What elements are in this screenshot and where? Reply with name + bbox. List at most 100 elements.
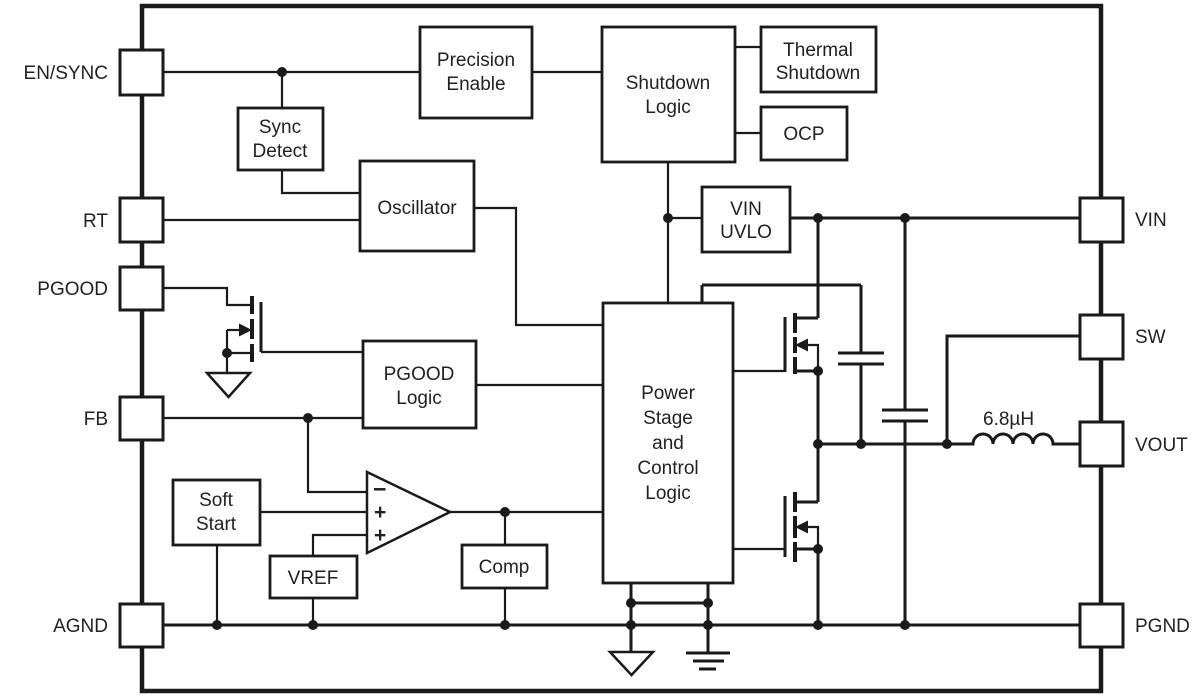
pin-label-rt: RT [83,211,108,232]
block-label: Thermal [783,40,853,61]
block-ocp: OCP [759,105,849,162]
block-vin-uvlo: VIN UVLO [700,185,792,254]
block-label: VREF [288,568,339,589]
junction-dot [308,620,318,630]
block-sync-detect: Sync Detect [236,106,325,172]
junction-dot [500,620,510,630]
pin-label-agnd: AGND [53,616,108,637]
ls-body-arrow [795,520,808,534]
block-label: and [652,433,684,454]
junction-dot [813,544,823,554]
pin-label-vout: VOUT [1135,435,1188,456]
mosfet-body-arrow [239,323,252,337]
wire-sw-to-pin [945,334,1080,444]
block-shutdown-logic: Shutdown Logic [600,25,737,164]
junction-dots [212,67,952,630]
junction-dot [500,507,510,517]
wire-oscillator-to-power-stage [474,206,603,327]
junction-dot [813,439,823,449]
ground-triangle-icon [204,371,253,399]
wire-sync-detect-to-oscillator [280,170,360,195]
opamp-triangle [365,470,453,556]
block-label: Comp [479,557,530,578]
block-thermal-shutdown: Thermal Shutdown [759,25,878,94]
block-label: Soft [199,490,234,511]
pin-en-sync [118,48,165,97]
junction-dot [303,413,313,423]
pin-label-pgnd: PGND [1135,616,1190,637]
junction-dot [663,213,673,223]
pin-label-en-sync: EN/SYNC [24,63,108,84]
junction-dot [626,598,636,608]
block-label: OCP [783,124,824,145]
block-comp: Comp [460,543,549,590]
high-side-mosfet [733,313,820,444]
block-soft-start: Soft Start [171,478,262,547]
block-label: Detect [253,141,309,162]
block-precision-enable: Precision Enable [418,25,534,120]
junction-dot [703,620,713,630]
signal-wires [163,45,761,625]
pin-vin [1078,196,1125,244]
wire-pgood-pin-to-fet-drain [163,286,252,307]
junction-dot [813,620,823,630]
hs-body-wire [807,343,820,371]
opamp-plus-sign: + [374,524,386,547]
block-label: VIN [730,199,762,220]
block-label: PGOOD [384,364,455,385]
block-label: Logic [396,388,441,409]
block-power-stage: Power Stage and Control Logic [601,301,735,585]
block-oscillator: Oscillator [358,159,476,253]
error-amplifier: − + + [365,470,453,556]
pin-label-fb: FB [84,409,108,430]
block-label: Start [196,514,237,535]
block-label: Logic [645,483,690,504]
pin-label-sw: SW [1135,327,1166,348]
block-label: Oscillator [377,198,457,219]
junction-dot [813,213,823,223]
pin-sw [1078,313,1125,361]
agnd-triangle-icon [607,650,656,677]
opamp-plus-sign: + [374,501,386,524]
block-vref: VREF [268,554,359,600]
pin-pgnd [1078,602,1125,649]
block-label: Enable [446,74,505,95]
hs-body-arrow [795,338,808,352]
pins-right: VIN SW VOUT PGND [1078,196,1190,649]
junction-dot [813,366,823,376]
junction-dot [856,439,866,449]
pin-label-pgood: PGOOD [37,279,108,300]
block-label: Control [637,458,698,479]
pin-label-vin: VIN [1135,210,1167,231]
junction-dot [222,348,232,358]
junction-dot [942,439,952,449]
inductor-symbol [947,432,1080,446]
block-label: Stage [643,408,693,429]
pgnd-earth-icon [686,651,730,671]
block-pgood-logic: PGOOD Logic [361,339,478,430]
pin-agnd [118,602,165,649]
wire-vref-to-comparator [311,533,367,556]
block-label: Precision [437,50,515,71]
pin-rt [118,196,165,244]
junction-dot [703,598,713,608]
opamp-minus-sign: − [373,476,386,502]
pins-left: EN/SYNC RT PGOOD FB AGND [24,48,165,649]
bootstrap-capacitor [838,351,884,366]
pin-fb [118,395,165,442]
inductor-value-label: 6.8µH [983,409,1034,430]
block-label: Logic [645,97,690,118]
low-side-mosfet [733,444,820,625]
junction-dot [626,620,636,630]
input-capacitor [882,408,928,423]
pin-vout [1078,420,1125,468]
ls-body-wire [807,525,820,549]
junction-dot [212,620,222,630]
wire-fb-to-comparator [306,418,367,494]
junction-dot [900,213,910,223]
block-label: Sync [259,117,301,138]
junction-dot [900,620,910,630]
pgood-mosfet [204,296,263,399]
junction-dot [277,67,287,77]
